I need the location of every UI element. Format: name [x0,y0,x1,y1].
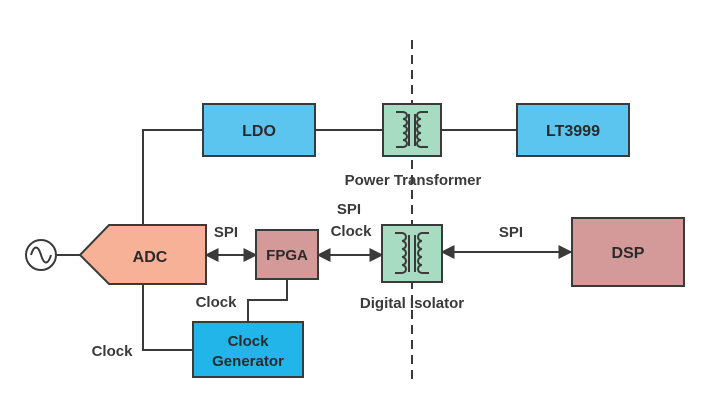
wire-clock-generator-adc [142,284,193,351]
wire-adc-ldo [142,129,203,225]
clock-adc-label: Clock [92,343,134,360]
lt3999-label: LT3999 [546,123,600,140]
spi-adc-fpga-label: SPI [214,224,238,241]
wire-clock-generator-fpga [247,279,288,322]
lt3999-block: LT3999 [516,103,630,157]
adc-block: ADC [78,224,207,285]
clock-fpga-label: Clock [196,294,238,311]
power-transformer-block [382,103,442,157]
transformer-coil-icon [395,232,429,274]
transformer-coil-icon [396,111,428,148]
dsp-block: DSP [571,217,685,287]
ldo-block: LDO [202,103,316,157]
spi-isolator-dsp-label: SPI [499,224,523,241]
spi-clock-label-line2: Clock [331,223,373,240]
clock-generator-label-line1: Clock [228,333,270,350]
dsp-label: DSP [612,245,645,262]
power-transformer-caption: Power Transformer [345,172,482,189]
clock-generator-label-line2: Generator [212,353,284,370]
adc-label: ADC [133,249,168,266]
sine-wave-source-icon [25,239,57,271]
spi-clock-label-line1: SPI [337,201,361,218]
ldo-label: LDO [242,123,276,140]
digital-isolator-caption: Digital Isolator [360,295,464,312]
clock-generator-block: Clock Generator [192,321,304,378]
digital-isolator-block [381,224,443,283]
fpga-block: FPGA [255,229,319,280]
fpga-label: FPGA [266,247,308,264]
